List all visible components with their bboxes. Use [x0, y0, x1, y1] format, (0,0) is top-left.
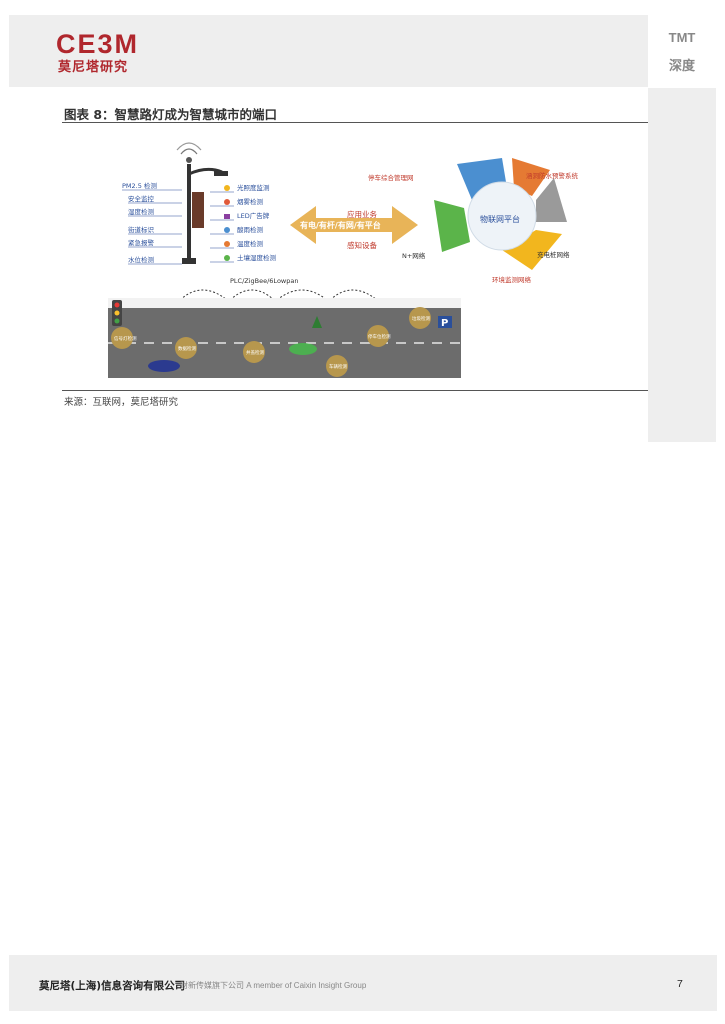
ring-node-label: N+网络 — [402, 251, 426, 260]
road-label: 信号灯检测 — [114, 335, 137, 342]
footer-company: 莫尼塔(上海)信息咨询有限公司 — [39, 980, 186, 992]
page-footer: 莫尼塔(上海)信息咨询有限公司 财新传媒旗下公司 A member of Cai… — [9, 955, 717, 1011]
sensor-label-right: 温度检测 — [237, 239, 264, 248]
logo: CE3M — [56, 29, 140, 59]
sensor-label-right: 光照度监测 — [237, 183, 270, 192]
sidebar-strip — [648, 88, 716, 442]
arrow-bottom-label: 感知设备 — [347, 240, 377, 250]
ring-node-label: 停车综合管理网 — [368, 173, 414, 182]
sensor-label-right: LED广告牌 — [237, 211, 270, 220]
road-label: 垃圾检测 — [412, 315, 430, 322]
right-sensor-list: 光照度监测 烟雾检测 LED广告牌 酸雨检测 温度检测 土壤湿度检测 — [237, 183, 277, 262]
arrow-top-label: 应用业务 — [347, 209, 377, 219]
right-sensor-leaders — [210, 191, 234, 263]
section-label: TMT — [668, 30, 696, 45]
arrow-main-label: 有电/有杆/有网/有平台 — [300, 220, 381, 230]
figure-top-rule — [62, 122, 648, 123]
lamp-post-illustration — [176, 142, 228, 264]
center-arrow: 应用业务 有电/有杆/有网/有平台 感知设备 — [290, 206, 418, 250]
figure-bottom-rule — [62, 390, 648, 391]
left-sensor-leaders — [122, 189, 182, 265]
road-label: 数据检测 — [178, 345, 196, 352]
footer-member-note: 财新传媒旗下公司 A member of Caixin Insight Grou… — [180, 981, 367, 990]
logo-subtitle: 莫尼塔研究 — [58, 60, 129, 75]
sensor-icons — [224, 185, 230, 261]
ring-node-label: 充电桩网络 — [537, 250, 570, 259]
road-label: 停车位检测 — [368, 333, 391, 340]
sensor-label-left: PM2.5 检测 — [122, 181, 157, 190]
ring-node-label: 涵洞防水预警系统 — [526, 171, 579, 180]
ring-center-label: 物联网平台 — [480, 214, 520, 224]
figure-title: 图表 8：智慧路灯成为智慧城市的端口 — [64, 107, 278, 122]
page-header: CE3M 莫尼塔研究 — [9, 15, 648, 87]
protocol-label: PLC/ZigBee/6Lowpan — [230, 277, 298, 285]
ring-node-label: 环境监测网络 — [492, 275, 532, 284]
parking-sign: P — [441, 318, 448, 329]
smart-streetlight-diagram: PM2.5 检测 安全监控 湿度检测 街道标识 紧急报警 水位检测 光照度监测 … — [108, 142, 579, 378]
road-label: 车辆检测 — [329, 363, 347, 370]
road-label: 井盖检测 — [246, 349, 264, 356]
road-scene: PLC/ZigBee/6Lowpan 信号灯检测 数据检测 井盖检测 车辆检测 … — [108, 277, 461, 378]
subsection-label: 深度 — [668, 59, 695, 74]
iot-ring: 物联网平台 停车综合管理网 涵洞防水预警系统 充电桩网络 环境监测网络 N+网络 — [368, 158, 579, 284]
sensor-label-left: 街道标识 — [128, 225, 155, 234]
sensor-label-right: 酸雨检测 — [237, 225, 264, 234]
sensor-label-left: 湿度检测 — [128, 207, 155, 216]
sensor-label-left: 水位检测 — [128, 255, 155, 264]
sensor-label-left: 安全监控 — [128, 194, 155, 203]
sensor-label-left: 紧急报警 — [128, 238, 155, 247]
sensor-label-right: 烟雾检测 — [237, 197, 264, 206]
section-tag: TMT 深度 — [648, 15, 716, 87]
sensor-label-right: 土壤湿度检测 — [237, 253, 277, 262]
figure-source: 来源：互联网，莫尼塔研究 — [64, 397, 179, 408]
left-sensor-list: PM2.5 检测 安全监控 湿度检测 街道标识 紧急报警 水位检测 — [122, 181, 157, 264]
page-number: 7 — [677, 978, 683, 990]
